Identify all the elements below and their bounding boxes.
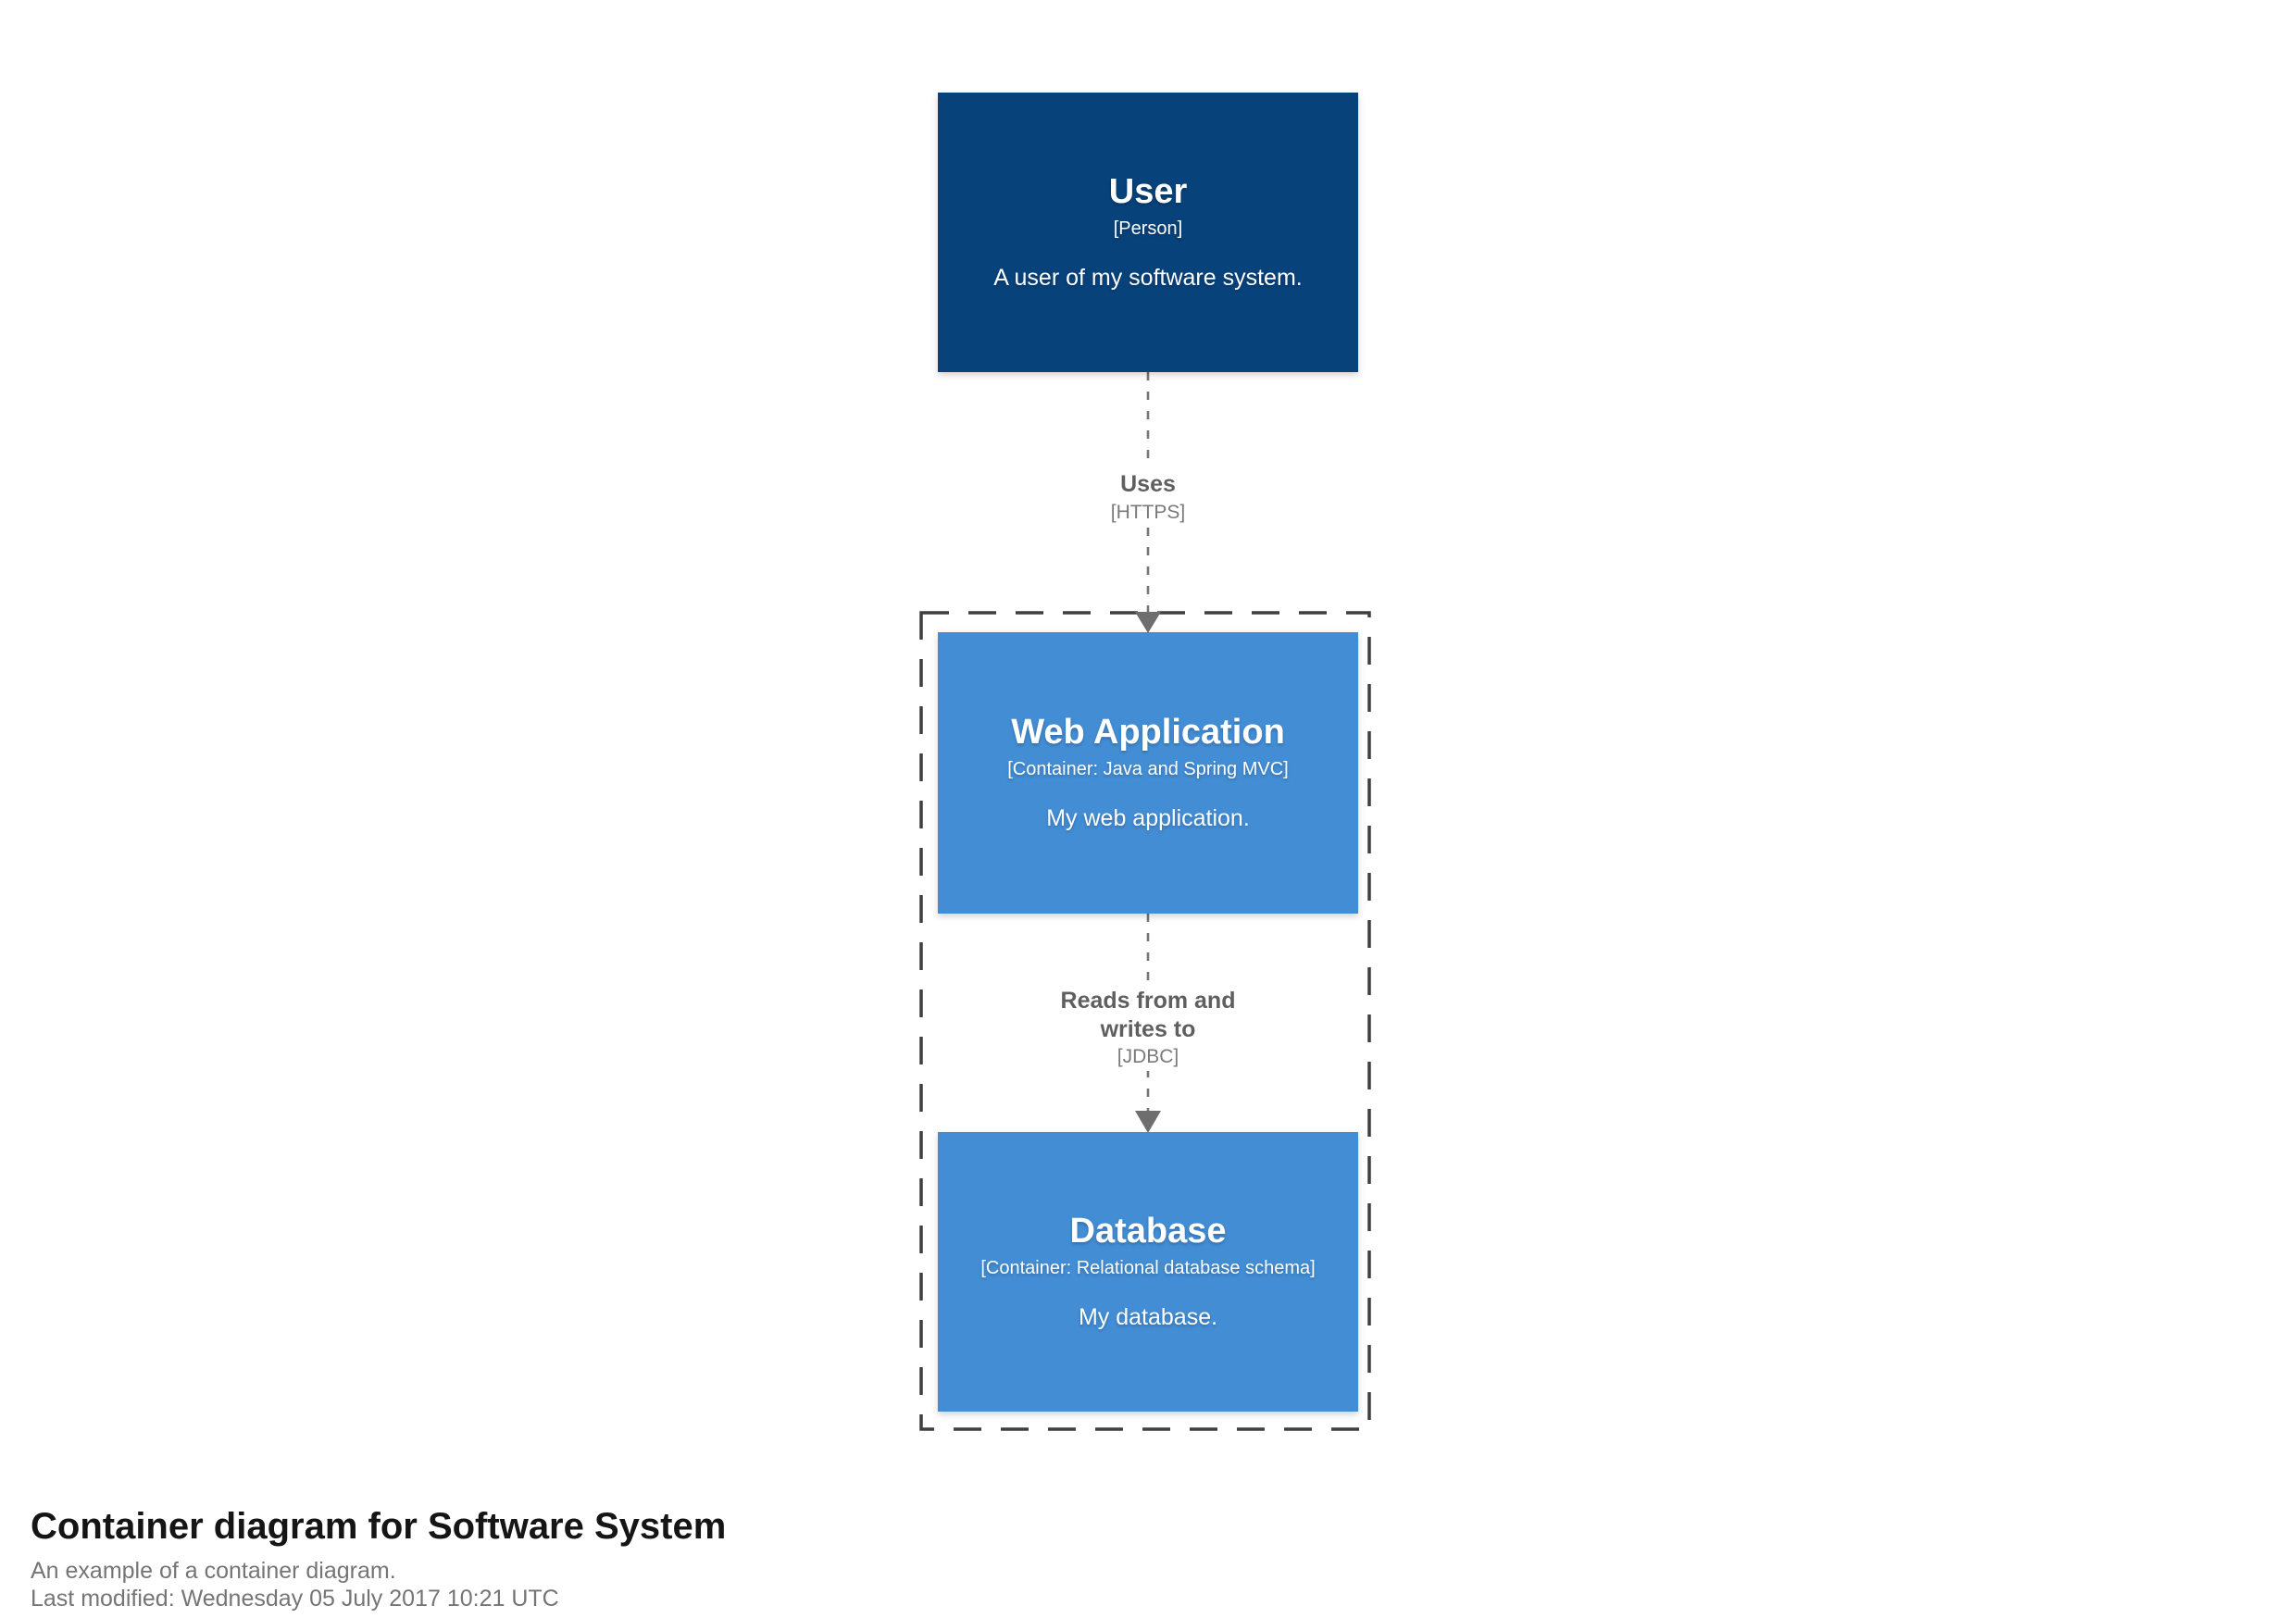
uses-arrowhead-icon	[1135, 612, 1161, 633]
relationship-uses-name: Uses	[1120, 471, 1176, 497]
diagram-description: An example of a container diagram.	[31, 1558, 396, 1584]
relationship-reads-writes-technology: [JDBC]	[1117, 1046, 1179, 1067]
diagram-last-modified: Last modified: Wednesday 05 July 2017 10…	[31, 1585, 559, 1612]
diagram-metadata: Container diagram for Software System An…	[31, 1504, 726, 1612]
node-database-name: Database	[1069, 1211, 1227, 1251]
relationship-label-uses: Uses [HTTPS]	[1055, 468, 1241, 527]
node-web-application-meta: [Container: Java and Spring MVC]	[1007, 759, 1289, 780]
node-web-application-description: My web application.	[1046, 805, 1250, 832]
relationship-reads-writes-name: Reads from and writes to	[1060, 988, 1236, 1042]
node-database[interactable]: Database [Container: Relational database…	[938, 1132, 1358, 1412]
node-web-application[interactable]: Web Application [Container: Java and Spr…	[938, 632, 1358, 914]
node-user-description: A user of my software system.	[993, 265, 1303, 292]
node-user-meta: [Person]	[1113, 218, 1183, 240]
diagram-title: Container diagram for Software System	[31, 1506, 727, 1547]
node-user-name: User	[1108, 171, 1188, 211]
reads-writes-arrowhead-icon	[1135, 1111, 1161, 1133]
relationship-label-reads-writes: Reads from and writes to [JDBC]	[1028, 985, 1268, 1072]
node-web-application-name: Web Application	[1011, 712, 1285, 752]
node-user[interactable]: User [Person] A user of my software syst…	[938, 93, 1358, 372]
node-database-description: My database.	[1078, 1304, 1218, 1331]
relationship-uses-technology: [HTTPS]	[1110, 501, 1186, 523]
node-database-meta: [Container: Relational database schema]	[980, 1258, 1316, 1279]
